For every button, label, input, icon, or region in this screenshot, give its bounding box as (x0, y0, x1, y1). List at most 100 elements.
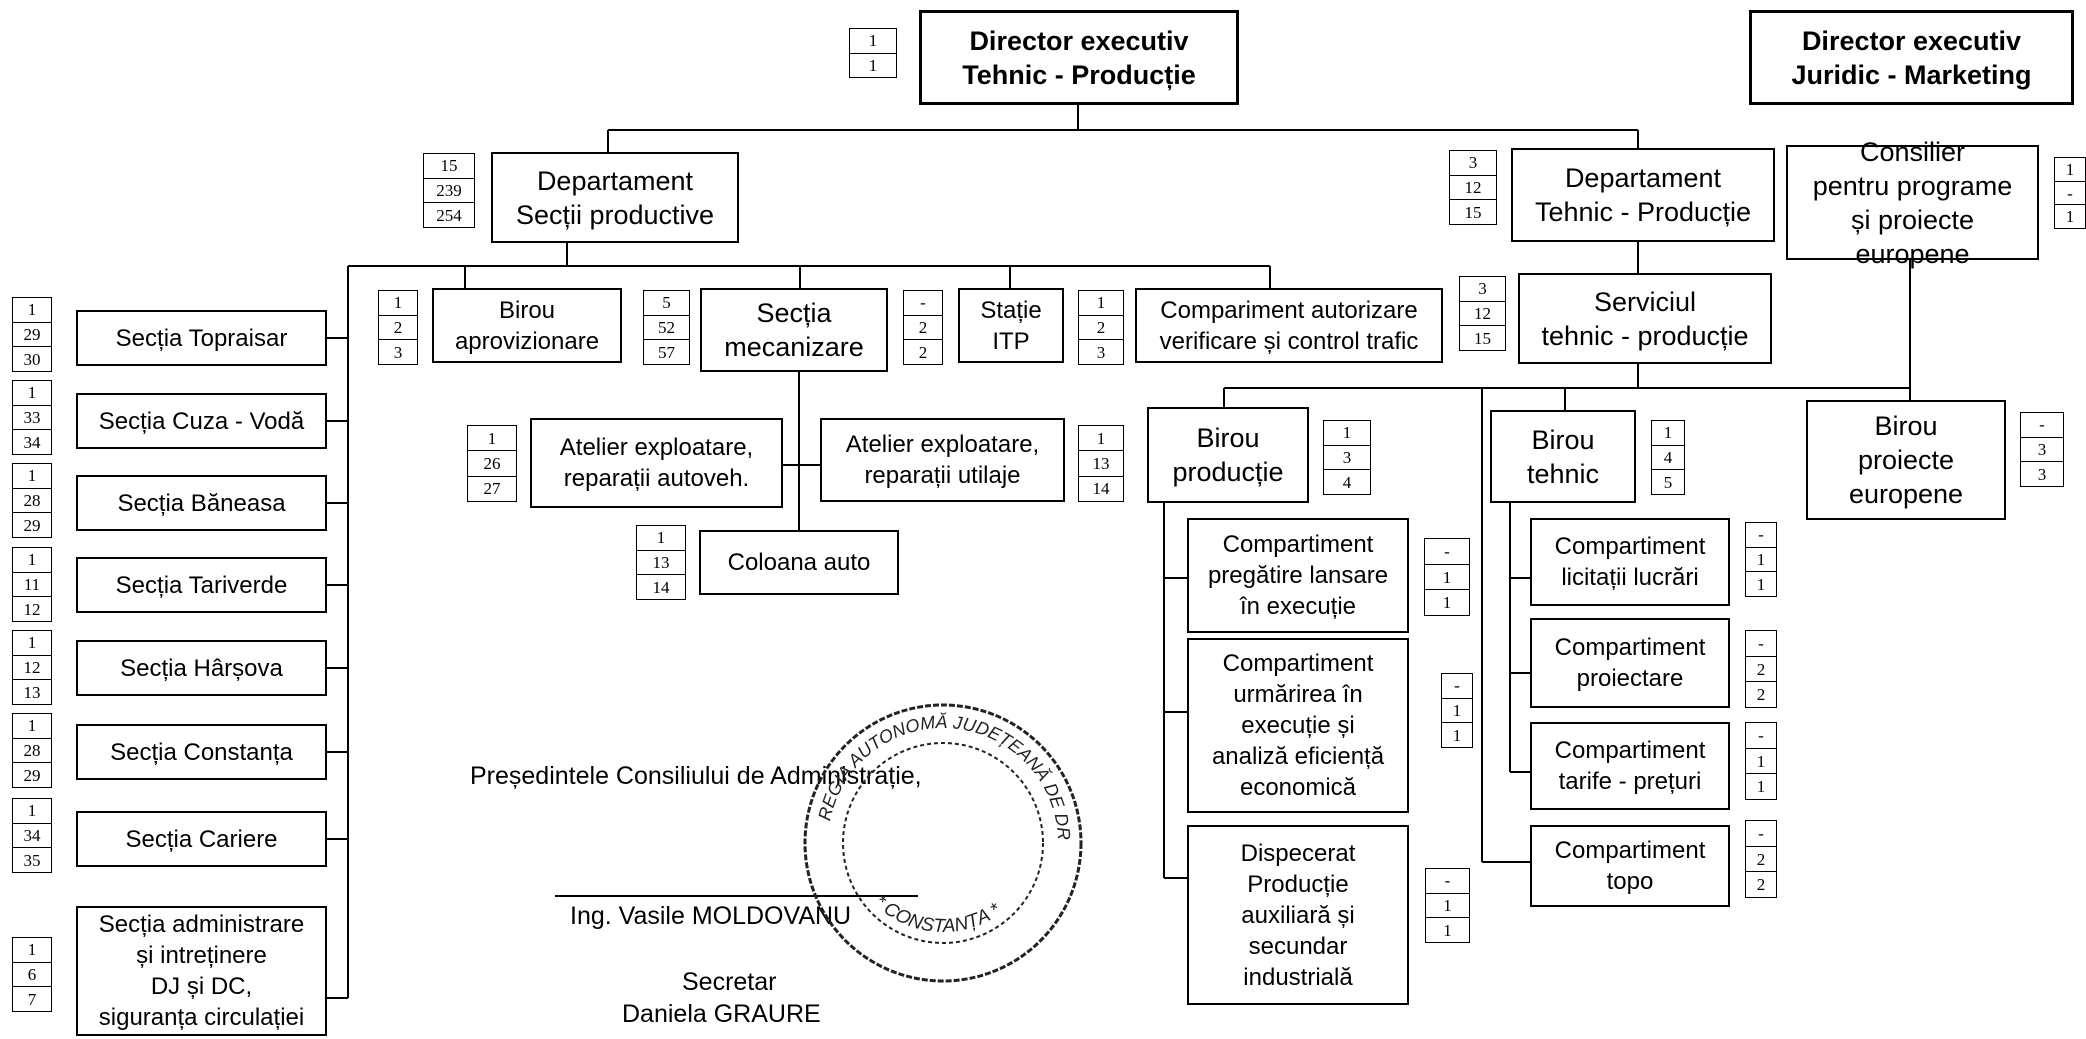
count-cell: 3 (1449, 150, 1497, 176)
serviciul-tehnic-productie: Serviciul tehnic - producție (1518, 273, 1772, 364)
sectia-administrare-intretinere: Secția administrare și intreținere DJ și… (76, 906, 327, 1036)
sectia-constanta: Secția Constanța (76, 724, 327, 780)
count-cell: 2 (1745, 656, 1777, 683)
counts-birou-aprov: 1 2 3 (378, 290, 418, 366)
counts-sectia-mec: 5 52 57 (643, 290, 690, 366)
count-cell: 13 (636, 550, 686, 576)
secretary-name: Daniela GRAURE (622, 1000, 821, 1028)
counts-serviciul: 3 12 15 (1459, 276, 1506, 352)
sectia-harsova: Secția Hârșova (76, 640, 327, 696)
count-cell: 1 (1745, 572, 1777, 598)
counts-comp-pregatire: - 1 1 (1424, 538, 1470, 617)
count-cell: 7 (12, 987, 52, 1013)
atelier-reparatii-autovehicule: Atelier exploatare, reparații autoveh. (530, 418, 783, 508)
counts-birou-proiecte: - 3 3 (2020, 412, 2064, 488)
compartiment-licitatii-lucrari: Compartiment licitații lucrări (1530, 518, 1730, 606)
birou-tehnic: Birou tehnic (1490, 410, 1636, 503)
count-cell: 3 (1323, 445, 1371, 471)
count-cell: 13 (12, 680, 52, 706)
count-cell: 28 (12, 738, 52, 764)
signature-line (555, 895, 918, 897)
count-cell: 1 (12, 547, 52, 573)
count-cell: 5 (643, 290, 690, 316)
count-cell: 2 (1745, 872, 1777, 899)
count-cell: - (1745, 820, 1777, 847)
count-cell: 27 (467, 476, 517, 502)
count-cell: 1 (1424, 590, 1470, 617)
counts-sectia-cuza: 1 33 34 (12, 380, 52, 456)
count-cell: 1 (1323, 420, 1371, 446)
count-cell: 15 (423, 153, 475, 179)
count-cell: 1 (378, 290, 418, 316)
count-cell: 26 (467, 451, 517, 477)
counts-sectia-harsova: 1 12 13 (12, 630, 52, 706)
count-cell: - (1745, 522, 1777, 548)
counts-sectia-baneasa: 1 28 29 (12, 463, 52, 539)
count-cell: 1 (636, 525, 686, 551)
count-cell: 2 (903, 340, 943, 366)
count-cell: 1 (1651, 420, 1685, 446)
count-cell: 3 (2020, 437, 2064, 463)
count-cell: 1 (12, 630, 52, 656)
count-cell: 1 (849, 28, 897, 54)
count-cell: 1 (1425, 918, 1470, 944)
consilier-programe-europene: Consilier pentru programe și proiecte eu… (1786, 137, 2039, 269)
count-cell: - (1425, 868, 1470, 894)
compartiment-pregatire-lansare: Compartiment pregătire lansare în execuț… (1187, 518, 1409, 633)
birou-proiecte-europene: Birou proiecte europene (1806, 400, 2006, 520)
counts-comp-proiectare: - 2 2 (1745, 630, 1777, 709)
count-cell: 1 (849, 53, 897, 78)
svg-text:* CONSTANȚA *: * CONSTANȚA * (870, 891, 1005, 937)
count-cell: 34 (12, 823, 52, 849)
count-cell: 1 (12, 937, 52, 963)
count-cell: 12 (12, 655, 52, 681)
count-cell: 2 (1078, 315, 1124, 341)
count-cell: 11 (12, 572, 52, 598)
statie-itp: Stație ITP (958, 288, 1064, 363)
count-cell: 5 (1651, 470, 1685, 496)
director-juridic-marketing: Director executiv Juridic - Marketing (1749, 10, 2074, 105)
compartiment-topo: Compartiment topo (1530, 825, 1730, 907)
counts-comp-tarife: - 1 1 (1745, 722, 1777, 801)
count-cell: 1 (12, 297, 52, 323)
count-cell: 4 (1323, 470, 1371, 496)
count-cell: 13 (1078, 451, 1124, 477)
count-cell: 254 (423, 203, 475, 229)
sectia-cuza-voda: Secția Cuza - Vodă (76, 393, 327, 449)
count-cell: 33 (12, 405, 52, 431)
count-cell: 1 (12, 463, 52, 489)
coloana-auto: Coloana auto (699, 530, 899, 595)
count-cell: 1 (2054, 205, 2086, 230)
counts-atelier-auto: 1 26 27 (467, 425, 517, 502)
count-cell: 1 (1441, 723, 1473, 749)
count-cell: 2 (1745, 682, 1777, 709)
counts-statie-itp: - 2 2 (903, 290, 943, 366)
count-cell: 1 (12, 713, 52, 739)
counts-sectia-topraisar: 1 29 30 (12, 297, 52, 373)
counts-dep-tehnic: 3 12 15 (1449, 150, 1497, 226)
count-cell: 6 (12, 962, 52, 988)
birou-aprovizionare: Birou aprovizionare (432, 288, 622, 363)
sectia-topraisar: Secția Topraisar (76, 310, 327, 366)
counts-comp-urmarirea: - 1 1 (1441, 673, 1473, 749)
count-cell: - (1424, 538, 1470, 565)
counts-director-tehnic: 1 1 (849, 28, 897, 78)
counts-coloana-auto: 1 13 14 (636, 525, 686, 601)
sectia-cariere: Secția Cariere (76, 811, 327, 867)
atelier-reparatii-utilaje: Atelier exploatare, reparații utilaje (820, 418, 1065, 502)
count-cell: 3 (1459, 276, 1506, 302)
counts-compartiment-autorizare: 1 2 3 (1078, 290, 1124, 366)
counts-dep-sectii: 15 239 254 (423, 153, 475, 229)
sectia-mecanizare: Secția mecanizare (700, 288, 888, 372)
count-cell: 1 (12, 380, 52, 406)
count-cell: 52 (643, 315, 690, 341)
counts-sectia-admin: 1 6 7 (12, 937, 52, 1013)
count-cell: 30 (12, 347, 52, 373)
count-cell: 29 (12, 322, 52, 348)
counts-comp-topo: - 2 2 (1745, 820, 1777, 899)
official-stamp: REGIA AUTONOMĂ JUDEȚEANĂ DE DRUMURI * CO… (788, 688, 1083, 983)
compartiment-urmarire-executie: Compartiment urmărirea în execuție și an… (1187, 638, 1409, 813)
departament-tehnic-productie: Departament Tehnic - Producție (1511, 148, 1775, 242)
count-cell: 35 (12, 848, 52, 874)
count-cell: 1 (2054, 157, 2086, 182)
